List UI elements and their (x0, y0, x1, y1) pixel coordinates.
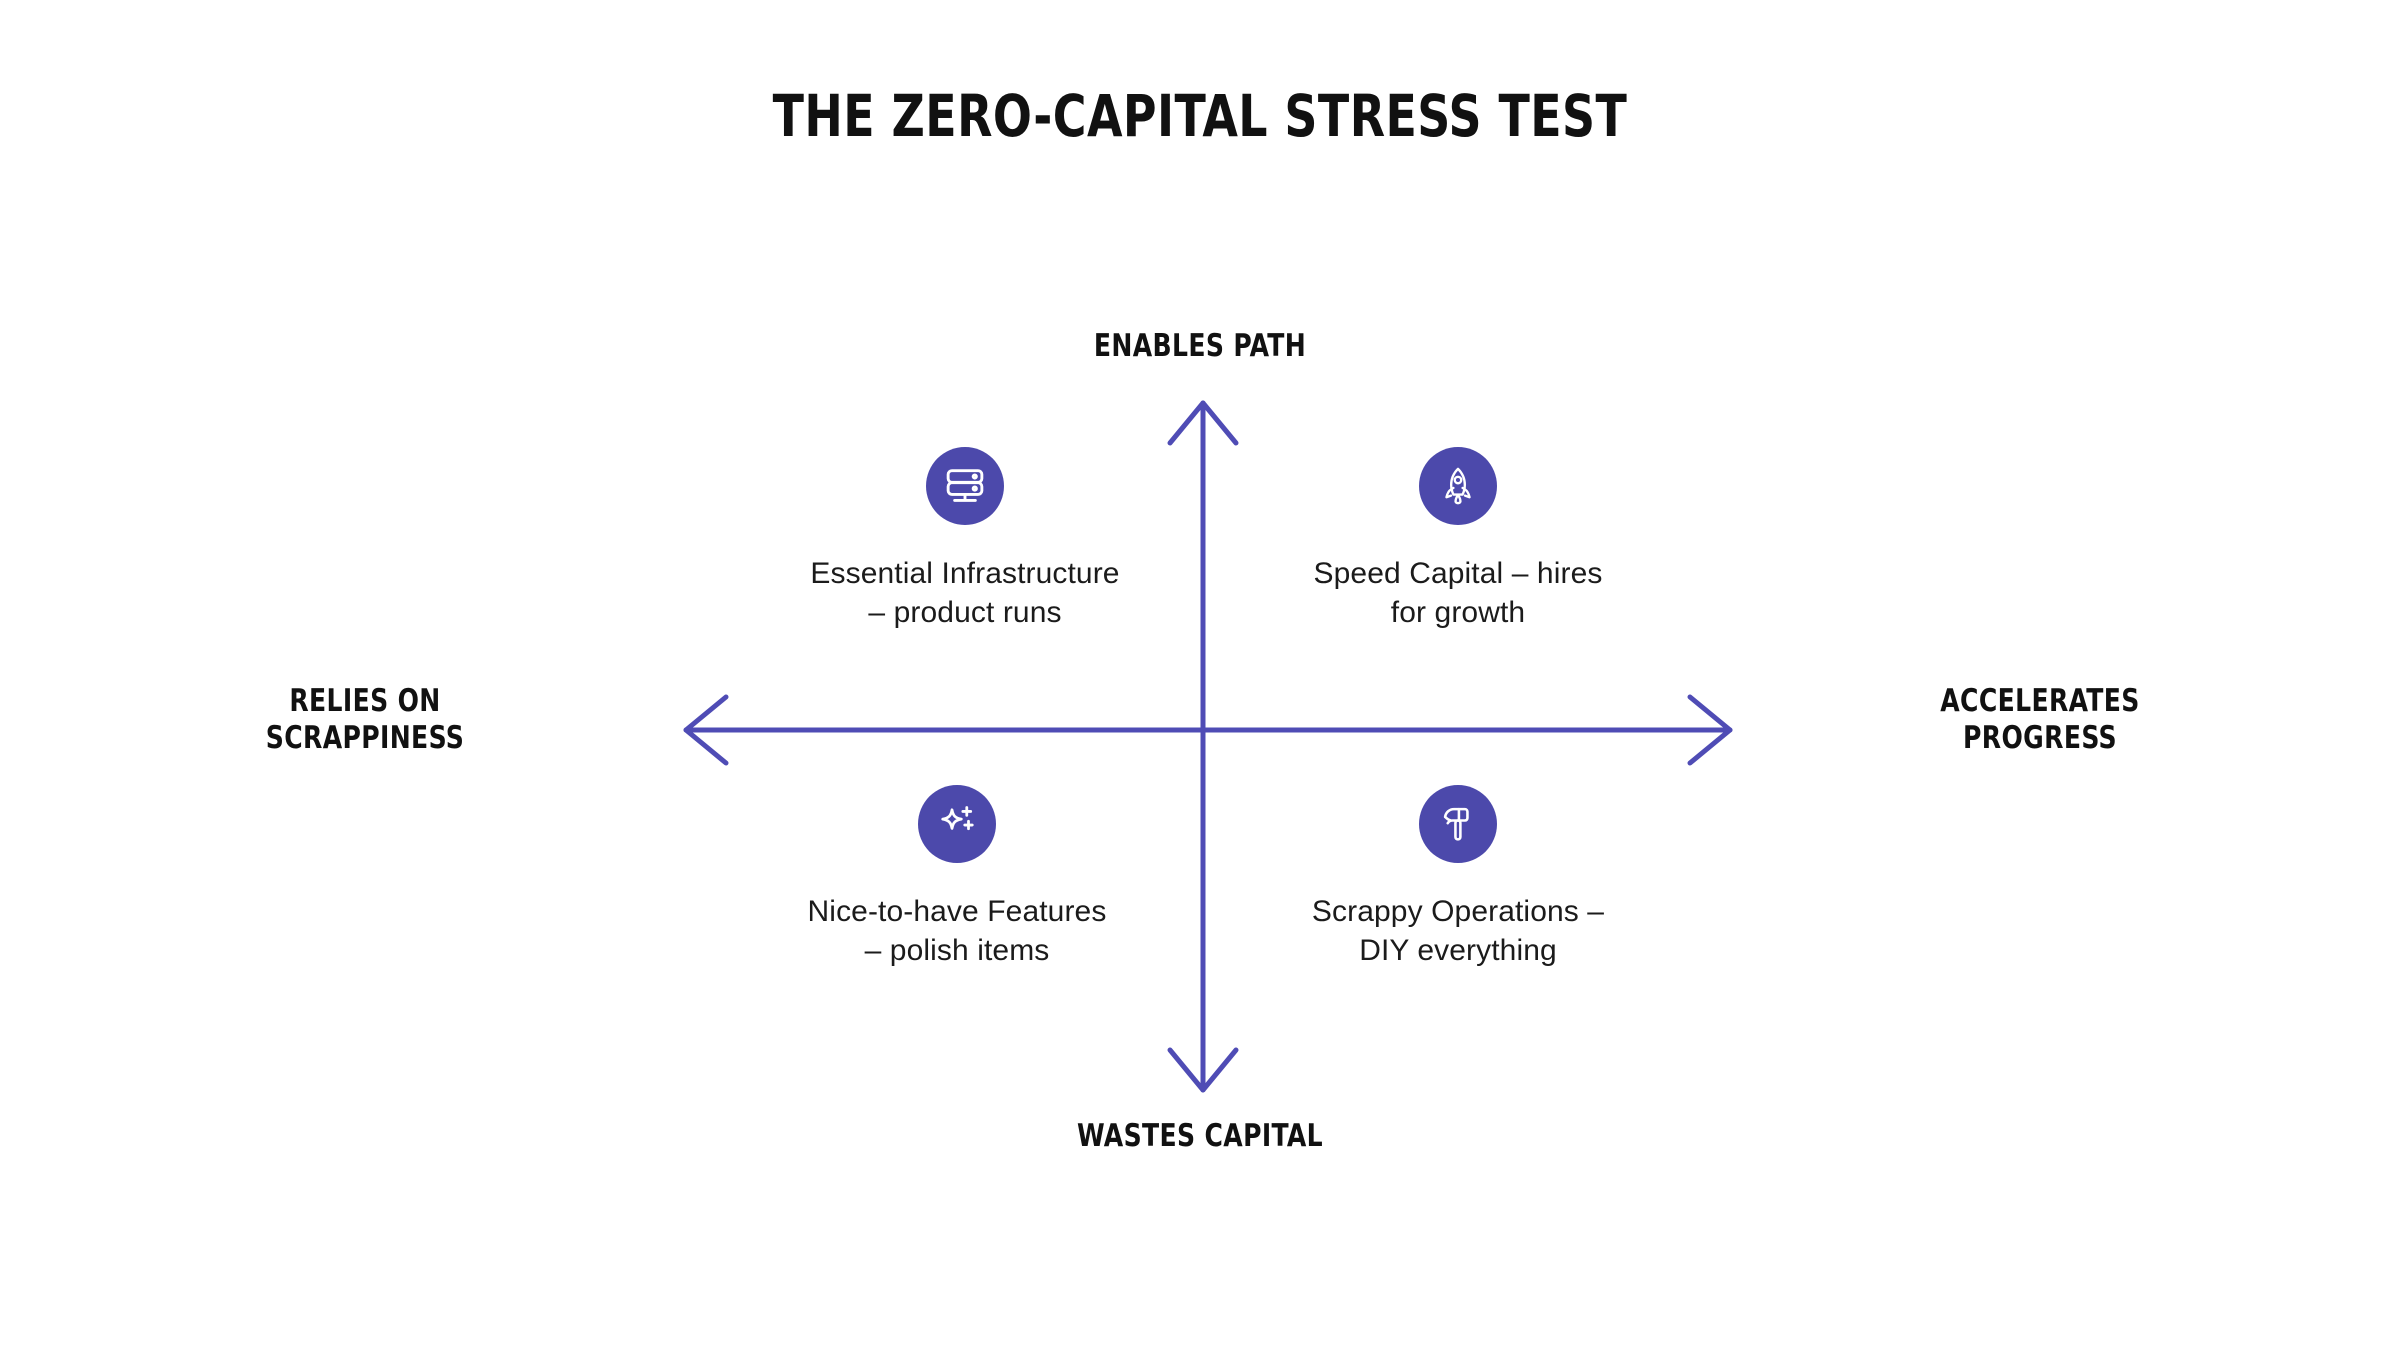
quadrant-top-right: Speed Capital – hires for growth (1228, 447, 1688, 633)
server-icon (942, 463, 988, 509)
quadrant-label-top-right: Speed Capital – hires for growth (1313, 557, 1603, 630)
quadrant-label-bottom-right: Scrappy Operations – DIY everything (1311, 895, 1605, 968)
rocket-icon-badge (1419, 447, 1497, 525)
axis-label-top: ENABLES PATH (1093, 328, 1307, 364)
quadrant-label-top-left: Essential Infrastructure – product runs (810, 557, 1120, 630)
sparkles-icon (934, 801, 980, 847)
hammer-icon-badge (1419, 785, 1497, 863)
axis-label-bottom: WASTES CAPITAL (1076, 1118, 1324, 1154)
rocket-icon (1437, 465, 1479, 507)
quadrant-top-left: Essential Infrastructure – product runs (735, 447, 1195, 633)
sparkles-icon-badge (918, 785, 996, 863)
quadrant-bottom-left: Nice-to-have Features – polish items (727, 785, 1187, 971)
axis-label-left: RELIES ON SCRAPPINESS (265, 683, 465, 756)
hammer-icon (1436, 802, 1480, 846)
bottom-arrowhead (1167, 1047, 1239, 1093)
server-icon-badge (926, 447, 1004, 525)
axis-label-right: ACCELERATES PROGRESS (1940, 683, 2140, 756)
quadrant-bottom-right: Scrappy Operations – DIY everything (1228, 785, 1688, 971)
left-arrowhead (683, 694, 729, 766)
page-title: THE ZERO-CAPITAL STRESS TEST (772, 82, 1628, 150)
quadrant-label-bottom-left: Nice-to-have Features – polish items (807, 895, 1107, 968)
right-arrowhead (1687, 694, 1733, 766)
top-arrowhead (1167, 400, 1239, 446)
